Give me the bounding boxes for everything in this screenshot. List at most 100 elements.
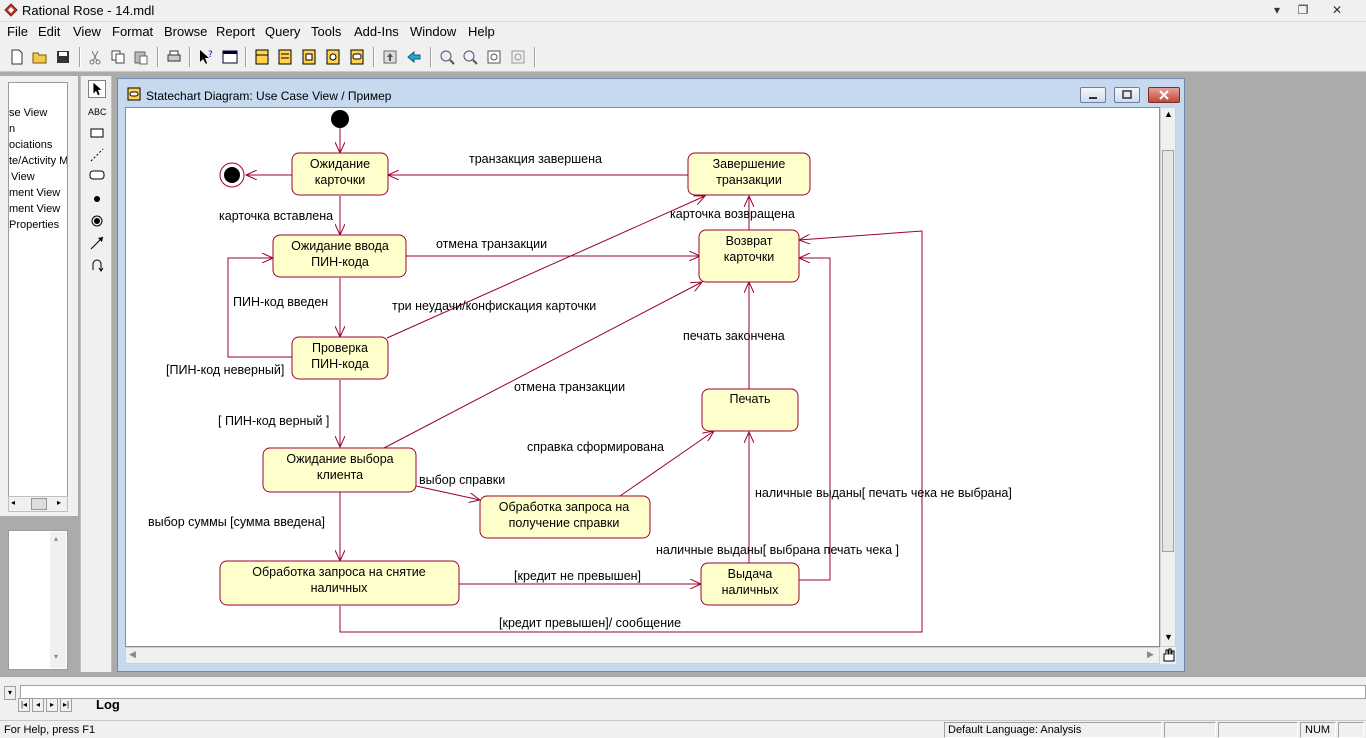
vertical-scroll-thumb[interactable] — [1162, 150, 1174, 552]
log-area — [0, 676, 1366, 720]
scroll-corner — [1160, 647, 1176, 664]
paste-icon[interactable] — [132, 48, 150, 66]
toolbar-separator — [245, 47, 247, 67]
end-state-tool-icon[interactable] — [88, 212, 106, 230]
scroll-down-arrow-icon[interactable]: ▼ — [1164, 632, 1173, 642]
browse-parent-icon[interactable] — [381, 48, 399, 66]
rational-rose-icon — [4, 3, 18, 17]
toolbar-separator — [534, 47, 536, 67]
tree-item[interactable]: se View — [9, 107, 48, 119]
toolbar-separator — [79, 47, 81, 67]
menu-tools[interactable]: Tools — [311, 24, 342, 39]
toolbar-separator — [157, 47, 159, 67]
menu-edit[interactable]: Edit — [38, 24, 61, 39]
transition-tool-icon[interactable] — [88, 234, 106, 252]
tab-last-icon[interactable]: ▸| — [60, 698, 72, 712]
menu-add-ins[interactable]: Add-Ins — [354, 24, 399, 39]
zoom-out-icon[interactable] — [461, 48, 479, 66]
window-close-button[interactable] — [1148, 87, 1180, 103]
menu-file[interactable]: File — [7, 24, 28, 39]
scroll-right-arrow-icon[interactable]: ▶ — [1147, 649, 1154, 659]
title-bar: Rational Rose - 14.mdl ▾ ❐ ✕ — [0, 0, 1366, 22]
tree-item[interactable]: ociations — [9, 139, 53, 151]
tab-first-icon[interactable]: |◂ — [18, 698, 30, 712]
tree-item[interactable]: te/Activity M — [9, 155, 68, 167]
diagram-vertical-scrollbar[interactable]: ▲ ▼ — [1160, 107, 1176, 647]
browser-panel: se View n ociations te/Activity M View m… — [0, 76, 78, 516]
tree-item[interactable]: View — [11, 171, 35, 183]
class-diagram-icon[interactable] — [253, 48, 271, 66]
scroll-right-arrow-icon[interactable]: ▸ — [57, 498, 62, 507]
menu-browse[interactable]: Browse — [164, 24, 208, 39]
cut-icon[interactable] — [86, 48, 104, 66]
tab-prev-icon[interactable]: ◂ — [32, 698, 44, 712]
print-icon[interactable] — [165, 48, 183, 66]
menu-report[interactable]: Report — [216, 24, 256, 39]
diagram-horizontal-scrollbar[interactable]: ◀ ▶ — [125, 647, 1160, 664]
minimize-icon — [1089, 97, 1097, 99]
menu-help[interactable]: Help — [468, 24, 495, 39]
browser-toggle-icon[interactable] — [221, 48, 239, 66]
tree-item[interactable]: ment View — [9, 203, 61, 215]
statechart-diagram-icon[interactable] — [348, 48, 366, 66]
window-title: Rational Rose - 14.mdl — [22, 3, 155, 18]
undo-fit-icon[interactable] — [509, 48, 527, 66]
browse-previous-icon[interactable] — [405, 48, 423, 66]
context-help-icon[interactable]: ? — [197, 48, 215, 66]
diagram-toolbox: ABC — [80, 76, 112, 672]
restore-icon — [1122, 90, 1132, 99]
deployment-diagram-icon[interactable] — [324, 48, 342, 66]
tree-horizontal-scrollbar[interactable]: ◂ ▸ — [8, 496, 68, 512]
component-diagram-icon[interactable] — [300, 48, 318, 66]
diagram-canvas[interactable] — [125, 107, 1160, 647]
statechart-window-icon — [127, 87, 141, 101]
main-toolbar: ? — [0, 42, 1366, 72]
tab-log-label: Log — [96, 697, 120, 712]
toolbar-separator — [373, 47, 375, 67]
open-folder-icon[interactable] — [31, 48, 49, 66]
menu-format[interactable]: Format — [112, 24, 154, 39]
close-button[interactable]: ✕ — [1331, 3, 1343, 17]
window-minimize-button[interactable] — [1080, 87, 1106, 103]
anchor-note-tool-icon[interactable] — [88, 146, 106, 164]
interaction-diagram-icon[interactable] — [276, 48, 294, 66]
scroll-up-arrow-icon[interactable]: ▴ — [54, 534, 59, 543]
selection-tool-icon[interactable] — [88, 80, 106, 98]
menu-query[interactable]: Query — [265, 24, 301, 39]
minimize-button[interactable]: ▾ — [1273, 3, 1281, 17]
language-status-text: Default Language: Analysis — [948, 724, 1082, 736]
text-tool[interactable]: ABC — [88, 107, 107, 117]
zoom-in-icon[interactable] — [438, 48, 456, 66]
tree-item[interactable]: ment View — [9, 187, 61, 199]
state-tool-icon[interactable] — [88, 166, 106, 184]
self-transition-tool-icon[interactable] — [88, 256, 106, 274]
new-file-icon[interactable] — [8, 48, 26, 66]
tree-item[interactable]: n — [9, 123, 16, 135]
scroll-left-arrow-icon[interactable]: ◀ — [129, 649, 136, 659]
start-state-tool-icon[interactable] — [88, 190, 106, 208]
note-tool-icon[interactable] — [88, 124, 106, 142]
scroll-thumb[interactable] — [31, 498, 47, 510]
window-restore-button[interactable] — [1114, 87, 1140, 103]
status-panel-empty — [1218, 722, 1298, 738]
save-icon[interactable] — [54, 48, 72, 66]
svg-text:?: ? — [208, 50, 213, 60]
restore-button[interactable]: ❐ — [1297, 3, 1309, 17]
status-panel-empty — [1164, 722, 1216, 738]
tab-next-icon[interactable]: ▸ — [46, 698, 58, 712]
documentation-scrollbar[interactable]: ▴ ▾ — [50, 532, 66, 668]
scroll-left-arrow-icon[interactable]: ◂ — [11, 498, 16, 507]
scroll-up-arrow-icon[interactable]: ▲ — [1164, 109, 1173, 119]
tab-log[interactable]: Log — [96, 697, 130, 715]
copy-icon[interactable] — [109, 48, 127, 66]
close-icon — [1159, 90, 1169, 100]
log-output[interactable] — [20, 685, 1366, 699]
tree-item[interactable]: Properties — [9, 219, 60, 231]
scroll-down-arrow-icon[interactable]: ▾ — [54, 652, 59, 661]
menu-window[interactable]: Window — [410, 24, 457, 39]
model-tree[interactable]: se View n ociations te/Activity M View m… — [8, 82, 68, 502]
menu-view[interactable]: View — [73, 24, 101, 39]
fit-in-window-icon[interactable] — [485, 48, 503, 66]
log-collapse-icon[interactable]: ▾ — [4, 686, 16, 700]
hand-icon — [1163, 648, 1175, 662]
